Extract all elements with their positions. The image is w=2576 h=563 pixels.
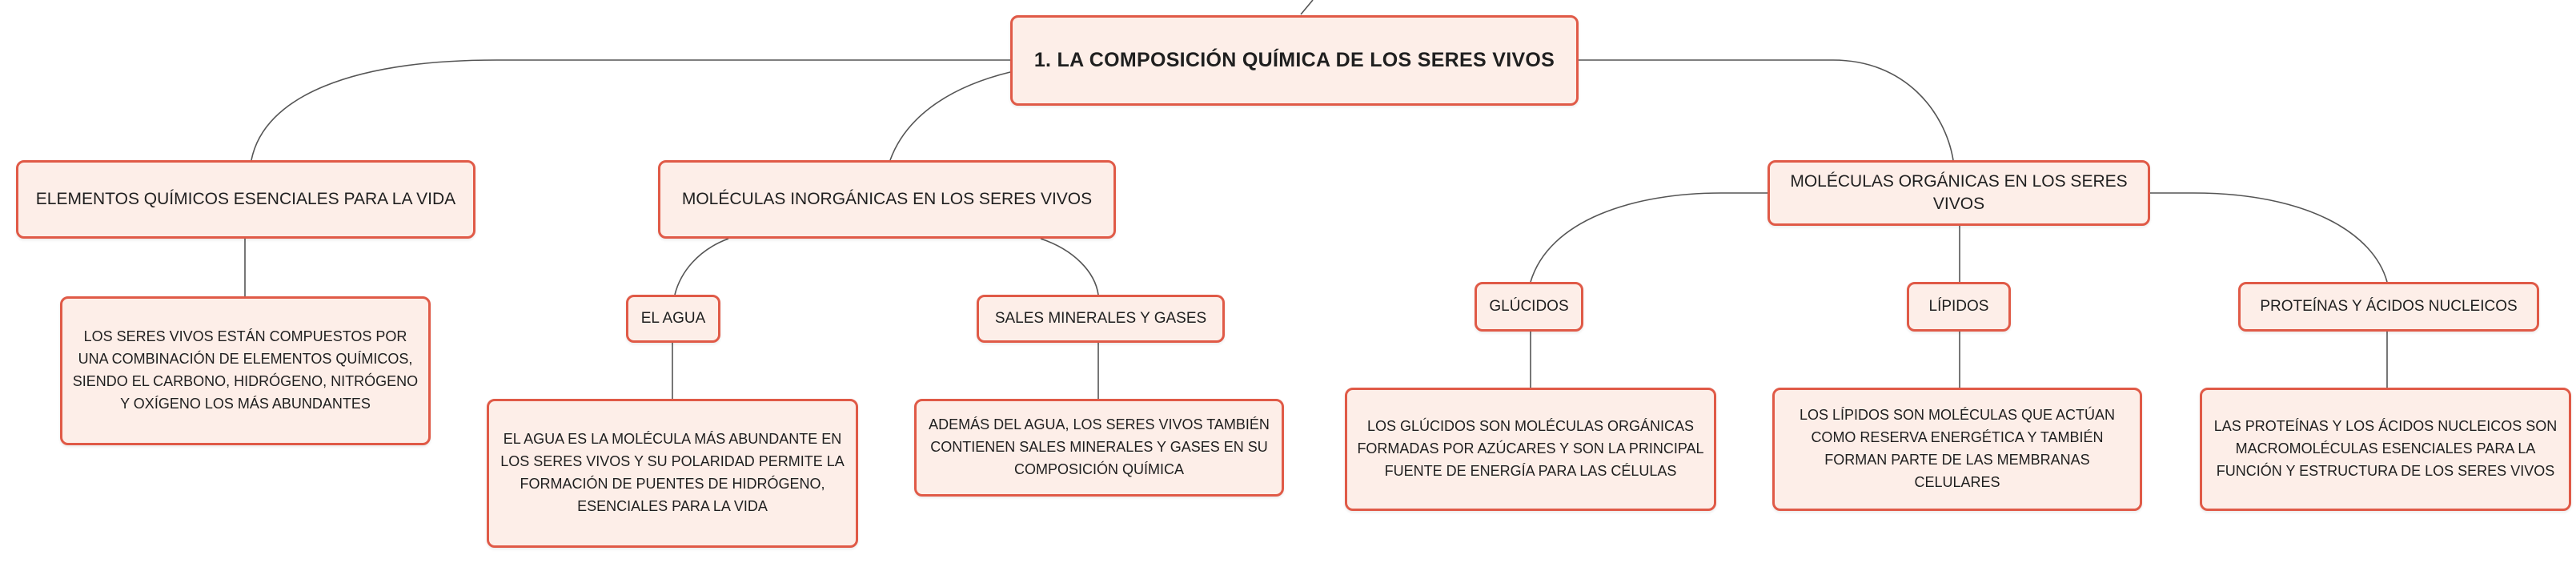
connector-inorganic-water xyxy=(674,238,729,296)
salts-description-text: ADEMÁS DEL AGUA, LOS SERES VIVOS TAMBIÉN… xyxy=(929,416,1270,477)
branch-elements-node[interactable]: ELEMENTOS QUÍMICOS ESENCIALES PARA LA VI… xyxy=(16,160,475,239)
salts-title: SALES MINERALES Y GASES xyxy=(994,310,1207,328)
proteins-node[interactable]: PROTEÍNAS Y ÁCIDOS NUCLEICOS xyxy=(2238,282,2539,332)
branch-inorganic-title: MOLÉCULAS INORGÁNICAS EN LOS SERES VIVOS xyxy=(681,189,1093,208)
branch-inorganic-node[interactable]: MOLÉCULAS INORGÁNICAS EN LOS SERES VIVOS xyxy=(658,160,1116,239)
connector-root-inorganic xyxy=(889,71,1011,161)
carbs-title: GLÚCIDOS xyxy=(1489,298,1569,316)
lipids-title: LÍPIDOS xyxy=(1928,298,1989,316)
central-topic-node[interactable]: 1. LA COMPOSICIÓN QUÍMICA DE LOS SERES V… xyxy=(1010,15,1579,106)
connector-root-organic xyxy=(1579,59,1954,161)
lipids-description-node[interactable]: LOS LÍPIDOS SON MOLÉCULAS QUE ACTÚAN COM… xyxy=(1772,388,2142,511)
connector-organic-proteins xyxy=(2150,192,2388,283)
elements-description-text: LOS SERES VIVOS ESTÁN COMPUESTOS POR UNA… xyxy=(72,328,419,412)
branch-organic-title: MOLÉCULAS ORGÁNICAS EN LOS SERES VIVOS xyxy=(1790,171,2128,213)
salts-node[interactable]: SALES MINERALES Y GASES xyxy=(977,295,1225,343)
connector-inorganic-salts xyxy=(1040,238,1099,296)
connector-organic-carbs xyxy=(1530,192,1767,283)
proteins-description-node[interactable]: LAS PROTEÍNAS Y LOS ÁCIDOS NUCLEICOS SON… xyxy=(2200,388,2571,511)
proteins-description-text: LAS PROTEÍNAS Y LOS ÁCIDOS NUCLEICOS SON… xyxy=(2213,418,2558,479)
water-node[interactable]: EL AGUA xyxy=(626,295,720,343)
carbs-description-text: LOS GLÚCIDOS SON MOLÉCULAS ORGÁNICAS FOR… xyxy=(1357,418,1704,479)
lipids-node[interactable]: LÍPIDOS xyxy=(1907,282,2011,332)
water-title: EL AGUA xyxy=(640,310,706,328)
elements-description-node[interactable]: LOS SERES VIVOS ESTÁN COMPUESTOS POR UNA… xyxy=(60,296,431,445)
salts-description-node[interactable]: ADEMÁS DEL AGUA, LOS SERES VIVOS TAMBIÉN… xyxy=(914,399,1284,497)
carbs-node[interactable]: GLÚCIDOS xyxy=(1475,282,1583,332)
water-description-text: EL AGUA ES LA MOLÉCULA MÁS ABUNDANTE EN … xyxy=(500,431,845,514)
connector-top-stub xyxy=(1300,0,1314,15)
central-topic-title: 1. LA COMPOSICIÓN QUÍMICA DE LOS SERES V… xyxy=(1033,49,1555,71)
water-description-node[interactable]: EL AGUA ES LA MOLÉCULA MÁS ABUNDANTE EN … xyxy=(487,399,858,548)
carbs-description-node[interactable]: LOS GLÚCIDOS SON MOLÉCULAS ORGÁNICAS FOR… xyxy=(1345,388,1716,511)
branch-organic-node[interactable]: MOLÉCULAS ORGÁNICAS EN LOS SERES VIVOS xyxy=(1767,160,2150,226)
branch-elements-title: ELEMENTOS QUÍMICOS ESENCIALES PARA LA VI… xyxy=(35,189,456,208)
connector-root-elements xyxy=(251,59,1010,161)
lipids-description-text: LOS LÍPIDOS SON MOLÉCULAS QUE ACTÚAN COM… xyxy=(1799,407,2116,490)
proteins-title: PROTEÍNAS Y ÁCIDOS NUCLEICOS xyxy=(2260,298,2518,316)
